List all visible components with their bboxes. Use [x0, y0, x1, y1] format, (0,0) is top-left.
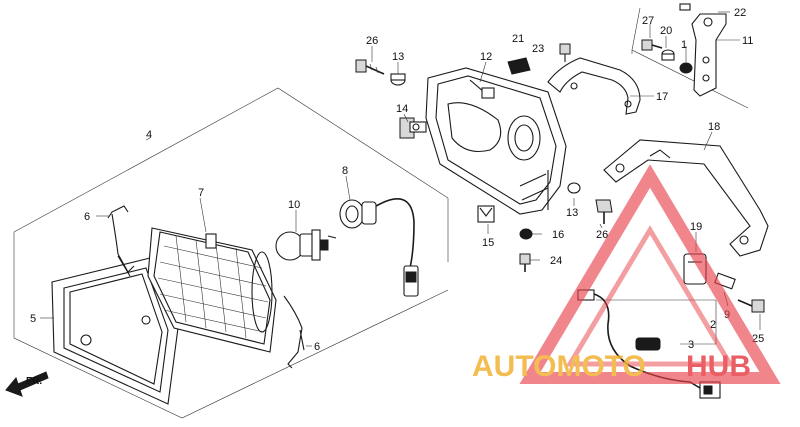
label-plate-21: [507, 57, 531, 75]
headlight-unit: [147, 227, 277, 353]
part-label-2: 2: [710, 319, 716, 331]
headlight-rim: [51, 257, 179, 405]
part-label-20: 20: [660, 25, 672, 37]
leader-lines: [40, 11, 761, 347]
spring-lower: [283, 295, 305, 369]
part-label-19: 19: [690, 221, 702, 233]
front-direction-label: FR.: [26, 376, 42, 387]
bulb-socket: [339, 198, 419, 297]
part-label-14: 14: [396, 103, 408, 115]
part-label-3: 3: [688, 339, 694, 351]
clip-22: [679, 3, 691, 11]
case-clip: [399, 117, 427, 139]
upper-bracket: [547, 57, 641, 115]
bolt-26-right: [595, 199, 613, 224]
part-label-26-top: 26: [366, 35, 378, 47]
watermark: AUTOMOTO HUB: [472, 164, 781, 384]
part-label-27: 27: [642, 15, 654, 27]
part-label-21: 21: [512, 33, 524, 45]
part-label-11: 11: [742, 35, 753, 47]
collar-20: [661, 49, 675, 61]
collar-13-top: [390, 73, 406, 86]
part-label-23: 23: [532, 43, 544, 55]
part-label-10: 10: [288, 199, 300, 211]
watermark-text-automoto: AUTOMOTO: [472, 350, 646, 383]
headlight-stay: [603, 139, 769, 257]
part-label-6-lower: 6: [314, 341, 320, 353]
assembly-box: [13, 87, 449, 419]
mount-plate-11: [691, 13, 727, 97]
nut-1: [679, 62, 693, 74]
clip-15: [477, 205, 495, 223]
part-label-24: 24: [550, 255, 562, 267]
part-label-13-right: 13: [566, 207, 578, 219]
spring-upper: [107, 205, 135, 277]
arrow-left-icon: [5, 371, 49, 397]
part-label-4: 4: [146, 129, 152, 141]
part-label-8: 8: [342, 165, 348, 177]
headlight-case: [425, 67, 567, 215]
bolt-26-top: [355, 59, 385, 75]
bolt-25: [737, 299, 765, 313]
screw-24: [519, 253, 531, 272]
part-label-5: 5: [30, 313, 36, 325]
part-label-18: 18: [708, 121, 720, 133]
part-label-16: 16: [552, 229, 564, 241]
front-direction-arrow: FR.: [5, 371, 49, 397]
part-label-6-upper: 6: [84, 211, 90, 223]
part-label-12: 12: [480, 51, 492, 63]
grommet-16: [519, 228, 533, 240]
part-label-26-right: 26: [596, 229, 608, 241]
part-label-7: 7: [198, 187, 204, 199]
part-label-22: 22: [734, 7, 746, 19]
headlight-bulb: [275, 229, 337, 261]
part-label-1: 1: [681, 39, 687, 51]
screw-23: [559, 43, 571, 62]
bolt-27: [641, 39, 663, 51]
watermark-text-hub: HUB: [686, 350, 751, 383]
part-label-15: 15: [482, 237, 494, 249]
part-label-13-top: 13: [392, 51, 404, 63]
collar-13-right: [567, 182, 581, 194]
watermark-logo-icon: [519, 164, 781, 384]
part-label-17: 17: [656, 91, 668, 103]
